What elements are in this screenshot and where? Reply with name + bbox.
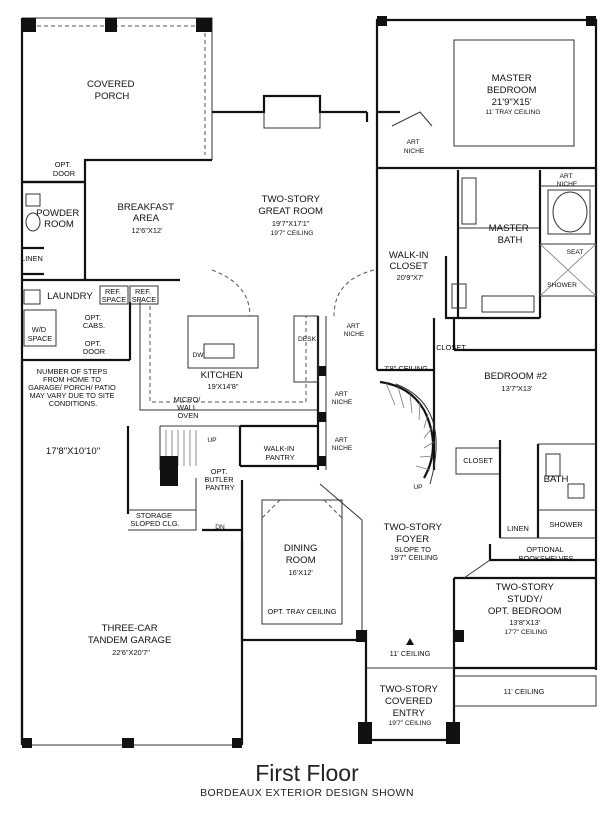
foyer-label: TWO-STORY FOYER SLOPE TO 19'7" CEILING <box>384 522 445 562</box>
entry-label: TWO-STORY COVERED ENTRY 19'7" CEILING <box>380 684 441 727</box>
master-bath-label: MASTER BATH <box>489 223 532 246</box>
desk-label: DESK <box>298 336 317 343</box>
laundry-label: LAUNDRY <box>47 291 93 302</box>
bedroom2-label: BEDROOM #2 13'7"X13' <box>484 371 550 393</box>
closet-2-label: CLOSET <box>463 456 493 465</box>
storage-label: STORAGE SLOPED CLG. <box>130 511 179 528</box>
opt-cabs-label: OPT. CABS. <box>83 313 105 330</box>
opt-door-label: OPT. DOOR <box>53 160 75 178</box>
dw-label: DW <box>193 352 205 359</box>
ceiling-78-label: 7'8" CEILING <box>384 364 428 373</box>
wd-space-label: W/D SPACE <box>28 325 53 343</box>
shower-master-label: SHOWER <box>547 282 577 289</box>
walkin-pantry-label: WALK-IN PANTRY <box>264 444 297 462</box>
art-niche-top-label: ART NICHE <box>404 139 425 155</box>
art-niche-bath-label: ART NICHE <box>557 173 578 188</box>
ceiling-11b-label: 11' CEILING <box>504 687 545 696</box>
kitchen-label: KITCHEN 19'X14'8" <box>201 370 246 391</box>
seat-label: SEAT <box>567 249 584 256</box>
art-niche-2-label: ART NICHE <box>332 391 353 406</box>
garage-dim-upper: 17'8"X10'10" <box>46 446 100 457</box>
ceiling-11a-label: 11' CEILING <box>390 649 431 658</box>
dining-label: DINING ROOM 16'X12' OPT. TRAY CEILING <box>268 543 337 616</box>
study-label: TWO-STORY STUDY/ OPT. BEDROOM 13'8"X13' … <box>488 582 564 636</box>
closet-1-label: CLOSET <box>436 343 466 352</box>
master-bedroom-label: MASTER BEDROOM 21'9"X15' 11' TRAY CEILIN… <box>485 73 540 116</box>
floor-title: First Floor <box>255 760 359 786</box>
opt-butler-label: OPT. BUTLER PANTRY <box>204 467 235 492</box>
opt-bookshelves-label: OPTIONAL BOOKSHELVES <box>519 545 574 563</box>
entry-arrow-icon <box>406 638 414 645</box>
art-niche-3-label: ART NICHE <box>332 437 353 452</box>
up-stair-label: UP <box>207 437 217 444</box>
covered-porch-label: COVERED PORCH <box>87 79 137 102</box>
room-labels: COVERED PORCH MASTER BEDROOM 21'9"X15' 1… <box>21 73 583 727</box>
powder-room-label: POWDER ROOM <box>36 208 82 230</box>
dn-label: DN <box>215 524 225 531</box>
ref-space-2-label: REF. SPACE <box>132 287 157 304</box>
steps-note: NUMBER OF STEPS FROM HOME TO GARAGE/ POR… <box>28 367 118 408</box>
walkin-closet-label: WALK-IN CLOSET 20'9"X7' <box>389 250 431 282</box>
great-room-label: TWO-STORY GREAT ROOM 19'7"X17'1" 19'7" C… <box>258 194 325 237</box>
linen-left-label: LINEN <box>21 254 43 263</box>
linen-right-label: LINEN <box>507 524 529 533</box>
opt-door-2-label: OPT. DOOR <box>83 339 105 356</box>
ref-space-1-label: REF. SPACE <box>102 287 127 304</box>
garage-label: THREE-CAR TANDEM GARAGE 22'6"X20'7" <box>88 623 174 657</box>
breakfast-area-label: BREAKFAST AREA 12'6"X12' <box>117 202 176 235</box>
micro-label: MICRO/ WALL OVEN <box>174 395 203 420</box>
design-subtitle: BORDEAUX EXTERIOR DESIGN SHOWN <box>200 787 414 799</box>
bath2-label: BATH <box>544 474 569 485</box>
shower-2-label: SHOWER <box>549 520 582 529</box>
walls <box>20 16 598 748</box>
up-foyer-label: UP <box>413 484 423 491</box>
art-niche-1-label: ART NICHE <box>344 323 365 338</box>
